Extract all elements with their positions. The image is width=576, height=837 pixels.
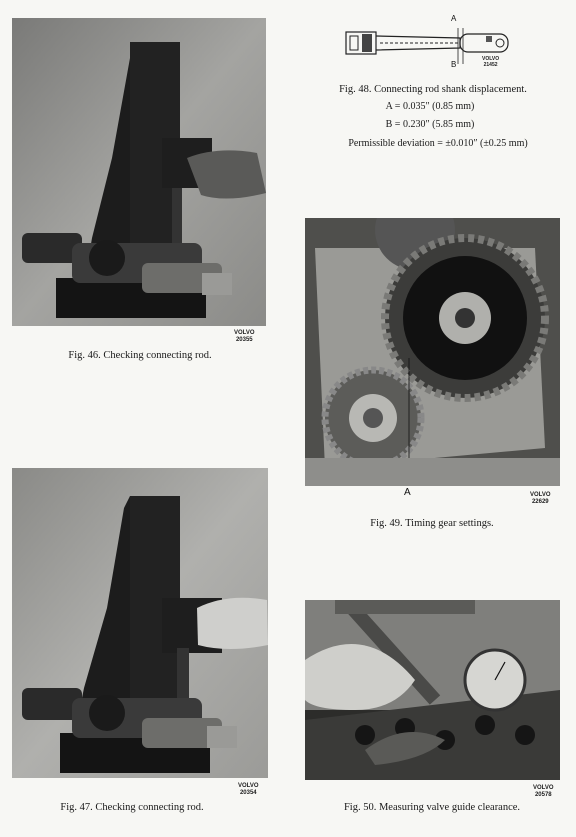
- figure-46-brand: VOLVO: [234, 330, 255, 336]
- spec-b: B = 0.230″ (5.85 mm): [385, 119, 475, 130]
- figure-49-code-number: 22629: [531, 499, 549, 505]
- figure-47-caption: Fig. 47. Checking connecting rod.: [60, 802, 204, 813]
- figure-48-drawing: [340, 22, 520, 68]
- figure-50-brand: VOLVO: [533, 785, 554, 791]
- figure-47-photo: [12, 468, 268, 778]
- figure-47-brand: VOLVO: [238, 783, 259, 789]
- figure-47-code-number: 20354: [239, 790, 257, 796]
- figure-50-caption: Fig. 50. Measuring valve guide clearance…: [343, 802, 521, 813]
- figure-48-label-b: B: [451, 60, 457, 69]
- figure-48-code: VOLVO 21452: [482, 56, 499, 68]
- figure-46-caption: Fig. 46. Checking connecting rod.: [68, 350, 212, 361]
- figure-50-code-number: 20578: [534, 792, 552, 798]
- figure-50-photo: [305, 600, 560, 780]
- figure-46-code: VOLVO 20355: [234, 330, 255, 344]
- figure-49-caption: Fig. 49. Timing gear settings.: [370, 518, 494, 529]
- figure-49-photo: [305, 218, 560, 486]
- figure-48-caption: Fig. 48. Connecting rod shank displaceme…: [339, 84, 527, 95]
- figure-50-code: VOLVO 20578: [533, 785, 554, 799]
- figure-46-photo: [12, 18, 266, 326]
- figure-49-code: VOLVO 22629: [530, 492, 551, 506]
- figure-48-code-number: 21452: [483, 62, 498, 68]
- figure-49-label-a: A: [404, 487, 411, 498]
- figure-46-code-number: 20355: [235, 337, 253, 343]
- figure-49-brand: VOLVO: [530, 492, 551, 498]
- spec-deviation: Permissible deviation = ±0.010″ (±0.25 m…: [348, 138, 528, 149]
- spec-a: A = 0.035″ (0.85 mm): [385, 101, 475, 112]
- figure-48-brand: VOLVO: [482, 56, 500, 62]
- figure-48-label-a: A: [451, 14, 457, 23]
- figure-47-code: VOLVO 20354: [238, 783, 259, 797]
